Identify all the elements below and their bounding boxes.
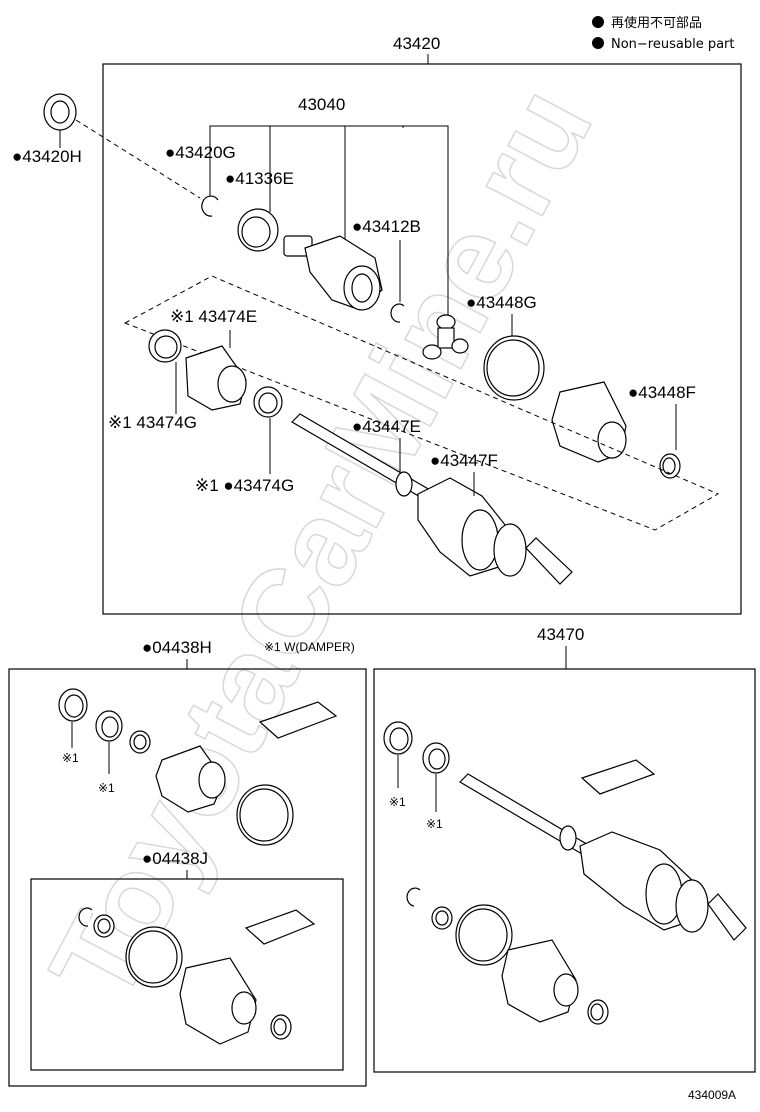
label-43474g-b[interactable]: ※1 ●43474G — [195, 476, 294, 495]
legend-line-2: Non−reusable part — [611, 37, 735, 52]
outboard-grease[interactable] — [580, 759, 656, 795]
label-43447f[interactable]: ●43447F — [430, 451, 498, 470]
mark-kit-o-2: ※1 — [426, 817, 443, 831]
drive-shaft[interactable] — [291, 413, 573, 585]
mark-kit-h-2: ※1 — [98, 781, 115, 795]
outboard-snap-ring[interactable] — [406, 887, 421, 907]
kit-h-grease[interactable] — [258, 701, 338, 739]
kit-j-grease[interactable] — [244, 909, 316, 945]
damper-note: ※1 W(DAMPER) — [264, 640, 355, 654]
label-43420g[interactable]: ●43420G — [165, 143, 236, 162]
outboard-drive-shaft[interactable] — [459, 773, 747, 941]
assembly-43470-frame — [373, 668, 756, 1073]
outboard-ring[interactable] — [431, 906, 453, 930]
label-04438j[interactable]: ●04438J — [142, 849, 208, 868]
label-41336e[interactable]: ●41336E — [225, 169, 294, 188]
legend: 再使用不可部品 Non−reusable part — [592, 15, 735, 52]
kit-j-boot[interactable] — [179, 957, 257, 1045]
label-43040[interactable]: 43040 — [298, 95, 345, 114]
kit-h-ring[interactable] — [129, 730, 151, 754]
inboard-boot[interactable] — [551, 381, 627, 463]
outboard-clamp-2[interactable] — [422, 742, 450, 774]
clamp-43474g-a[interactable] — [148, 329, 182, 363]
kit-j-snap-ring[interactable] — [78, 907, 93, 927]
kit-h-clamp-1[interactable] — [58, 688, 88, 722]
mark-kit-h-1: ※1 — [62, 751, 79, 765]
outboard-clamp-large[interactable] — [455, 904, 513, 966]
figure-number: 434009A — [688, 1088, 736, 1102]
kit-h-clamp-large[interactable] — [236, 784, 294, 846]
label-43420h[interactable]: ●43420H — [12, 147, 82, 166]
label-43412b[interactable]: ●43412B — [352, 217, 421, 236]
boot-clamp-43448f[interactable] — [659, 453, 681, 479]
kit-h-boot[interactable] — [155, 745, 226, 813]
assembly-43420-frame — [102, 63, 742, 615]
label-43448g[interactable]: ●43448G — [466, 293, 537, 312]
kit-j-clamp-large[interactable] — [125, 926, 183, 988]
boot-clamp-43448g[interactable] — [483, 335, 545, 401]
kit-j-ring[interactable] — [93, 914, 115, 938]
outboard-clamp-small[interactable] — [587, 999, 609, 1025]
snap-ring-43412b[interactable] — [390, 303, 405, 323]
label-04438h[interactable]: ●04438H — [142, 638, 212, 657]
inboard-joint-housing[interactable] — [283, 235, 383, 311]
mark-kit-o-1: ※1 — [389, 795, 406, 809]
legend-line-1: 再使用不可部品 — [611, 15, 702, 31]
label-43447e[interactable]: ●43447E — [352, 417, 421, 436]
kit-h-clamp-2[interactable] — [95, 710, 123, 742]
tripod-joint[interactable] — [422, 314, 469, 360]
damper-43474e[interactable] — [185, 345, 247, 411]
kit-j-clamp-small[interactable] — [270, 1014, 292, 1040]
ring-41336e[interactable] — [237, 208, 279, 252]
label-43470[interactable]: 43470 — [537, 625, 584, 644]
label-43448f[interactable]: ●43448F — [628, 383, 696, 402]
clamp-43474g-b[interactable] — [253, 386, 283, 418]
outboard-clamp-1[interactable] — [383, 721, 413, 755]
label-43420[interactable]: 43420 — [393, 34, 440, 53]
snap-ring-43420g[interactable] — [201, 195, 219, 217]
outboard-boot[interactable] — [501, 939, 579, 1023]
label-43474e[interactable]: ※1 43474E — [170, 307, 257, 326]
label-43474g-a[interactable]: ※1 43474G — [108, 413, 197, 432]
dust-seal-43420h[interactable] — [43, 93, 77, 131]
